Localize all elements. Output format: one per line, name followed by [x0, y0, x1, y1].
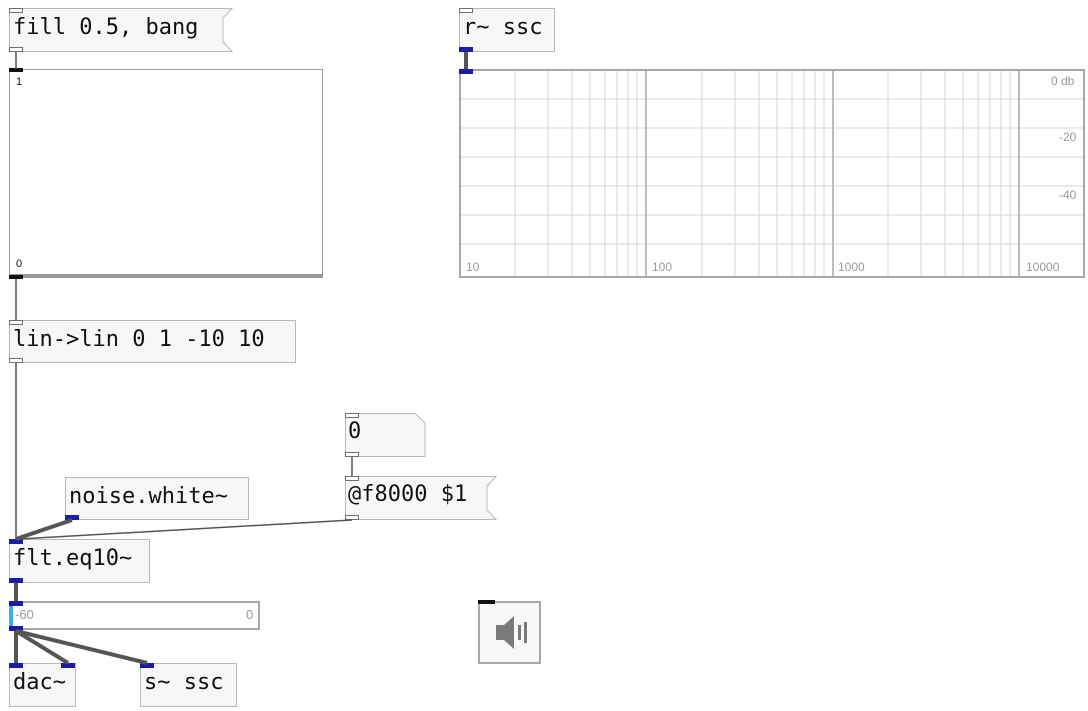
number-message[interactable]: 0	[348, 419, 362, 444]
level-meter[interactable]	[9, 601, 260, 630]
param-message[interactable]: @f8000 $1	[348, 482, 468, 507]
dac-inlet-left[interactable]	[9, 663, 23, 668]
fill-message-inlet[interactable]	[9, 8, 23, 13]
eq-outlet[interactable]	[9, 578, 23, 583]
linlin-inlet[interactable]	[9, 320, 23, 325]
fill-message-outlet[interactable]	[9, 47, 23, 52]
param-message-inlet[interactable]	[345, 476, 359, 481]
meter-min-label: -60	[15, 607, 34, 622]
receive-outlet[interactable]	[459, 47, 473, 52]
freq-label-1000: 1000	[838, 260, 865, 274]
level-meter-fill	[9, 603, 13, 628]
spectroscope[interactable]	[459, 69, 1085, 278]
dsp-toggle-inlet[interactable]	[478, 600, 495, 604]
noise-outlet[interactable]	[65, 515, 79, 520]
dsp-toggle[interactable]	[478, 601, 541, 664]
number-message-outlet[interactable]	[345, 452, 359, 457]
slider-max-label: 1	[16, 76, 23, 88]
dac-object[interactable]: dac~	[9, 663, 76, 707]
fill-message[interactable]: fill 0.5, bang	[9, 8, 224, 52]
param-message-outlet[interactable]	[345, 515, 359, 520]
noise-object[interactable]: noise.white~	[65, 477, 249, 520]
linlin-object[interactable]: lin->lin 0 1 -10 10	[9, 320, 296, 363]
send-object[interactable]: s~ ssc	[140, 663, 237, 707]
slider-handle[interactable]	[10, 274, 322, 277]
meter-max-label: 0	[246, 607, 254, 622]
send-inlet[interactable]	[140, 663, 154, 668]
freq-label-100: 100	[652, 260, 673, 274]
speaker-icon	[496, 616, 527, 649]
meter-outlet[interactable]	[9, 626, 23, 631]
linlin-outlet[interactable]	[9, 358, 23, 363]
dac-inlet-right[interactable]	[61, 663, 75, 668]
db-label-40: -40	[1059, 188, 1077, 202]
receive-inlet[interactable]	[459, 8, 473, 13]
freq-label-10000: 10000	[1026, 260, 1060, 274]
freq-label-10: 10	[466, 260, 480, 274]
vertical-slider[interactable]	[9, 69, 323, 278]
eq-inlet[interactable]	[9, 539, 23, 544]
slider-inlet[interactable]	[9, 68, 23, 72]
slider-outlet[interactable]	[9, 275, 23, 279]
spectroscope-inlet[interactable]	[459, 69, 473, 74]
slider-min-label: 0	[16, 258, 23, 270]
eq-object[interactable]: flt.eq10~	[9, 539, 150, 583]
receive-object[interactable]: r~ ssc	[459, 8, 555, 52]
db-label-0: 0 db	[1051, 74, 1075, 88]
db-label-20: -20	[1059, 130, 1077, 144]
meter-inlet[interactable]	[9, 601, 23, 606]
number-message-inlet[interactable]	[345, 413, 359, 418]
